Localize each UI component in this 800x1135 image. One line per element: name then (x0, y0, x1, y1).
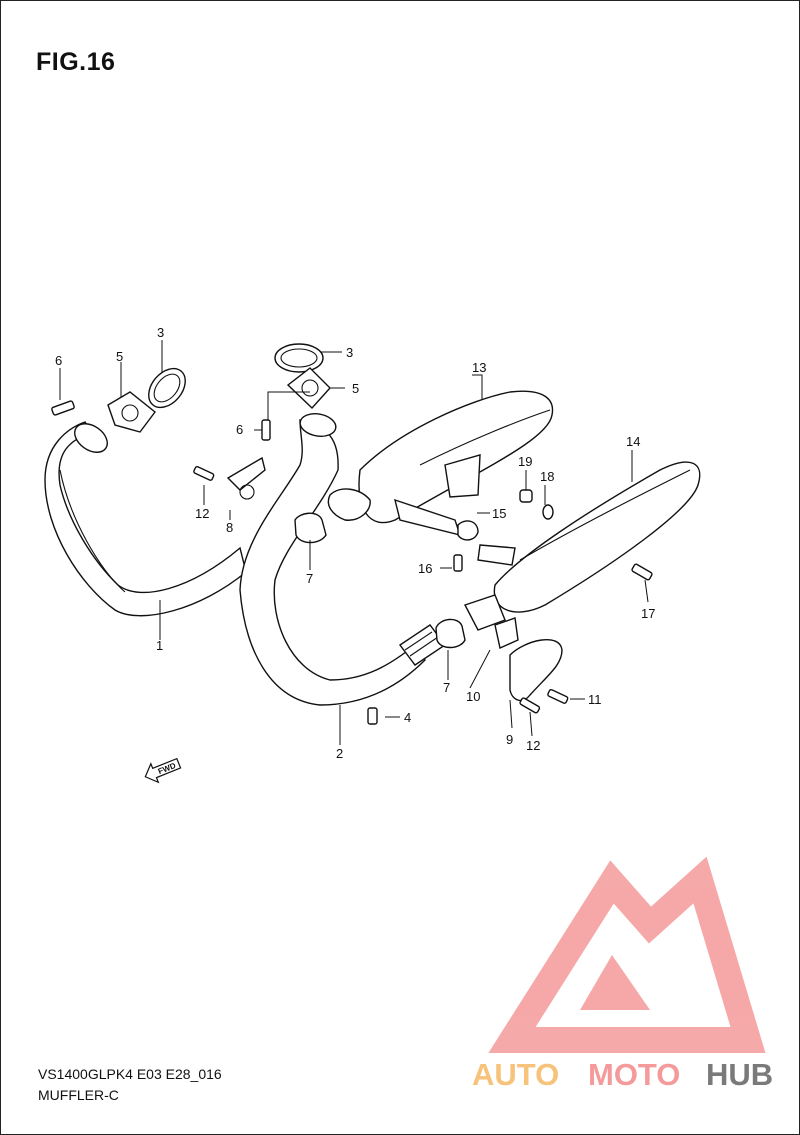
bolt-17 (631, 563, 653, 581)
callout-9: 9 (506, 732, 513, 747)
callout-17: 17 (641, 606, 655, 621)
part-1-front-exhaust-pipe (44, 421, 247, 617)
part-13-upper-muffler (327, 390, 554, 536)
callout-3-left: 3 (157, 325, 164, 340)
callout-12-lower: 12 (526, 738, 540, 753)
watermark-text-hub: HUB (706, 1057, 773, 1092)
watermark-text-auto: AUTO (472, 1057, 559, 1092)
callout-5-left: 5 (116, 349, 123, 364)
part-9-cover (509, 639, 563, 702)
callout-labels: 1 2 3 3 4 5 5 6 6 7 7 8 9 10 11 12 12 13… (55, 325, 655, 761)
watermark-text: AUTO MOTO HUB (472, 1057, 773, 1092)
callout-6-left: 6 (55, 353, 62, 368)
callout-5-right: 5 (352, 381, 359, 396)
bolt-12-upper (193, 466, 215, 481)
part-7-connector-upper (294, 512, 327, 544)
part-14-lower-muffler (464, 461, 701, 631)
part-8-clamp (226, 456, 266, 500)
callout-7-upper: 7 (306, 571, 313, 586)
callout-2: 2 (336, 746, 343, 761)
part-7-connector-lower (435, 618, 466, 649)
callout-18: 18 (540, 469, 554, 484)
nut-19 (519, 489, 533, 503)
part-5-flange-right (286, 367, 331, 410)
callout-15: 15 (492, 506, 506, 521)
callout-8: 8 (226, 520, 233, 535)
bolt-4 (367, 707, 378, 725)
callout-3-right: 3 (346, 345, 353, 360)
callout-11: 11 (588, 692, 602, 707)
section-name: MUFFLER-C (38, 1087, 119, 1103)
fwd-arrow: FWD (144, 757, 182, 784)
washer-18 (542, 504, 554, 520)
callout-6-right: 6 (236, 422, 243, 437)
part-3-gasket-left (148, 367, 186, 409)
callout-4: 4 (404, 710, 411, 725)
watermark-logo (488, 856, 766, 1053)
bolt-6-left (51, 400, 75, 416)
callout-1: 1 (156, 638, 163, 653)
callout-7-lower: 7 (443, 680, 450, 695)
part-15-clamp (457, 520, 479, 541)
callout-12-upper: 12 (195, 506, 209, 521)
bolt-6-right (261, 419, 271, 441)
bolt-11 (547, 689, 569, 704)
part-3-gasket-right (274, 343, 324, 373)
bolt-16 (453, 554, 463, 572)
part-5-flange-left (107, 391, 156, 433)
model-code: VS1400GLPK4 E03 E28_016 (38, 1066, 222, 1082)
callout-14: 14 (626, 434, 640, 449)
callout-16: 16 (418, 561, 432, 576)
watermark-text-moto: MOTO (588, 1057, 680, 1092)
part-10-bracket (494, 617, 519, 649)
callout-10: 10 (466, 689, 480, 704)
callout-19: 19 (518, 454, 532, 469)
bolt-12-lower (519, 697, 541, 714)
callout-13: 13 (472, 360, 486, 375)
leader-lines (59, 340, 649, 745)
figure-title: FIG.16 (36, 48, 116, 76)
